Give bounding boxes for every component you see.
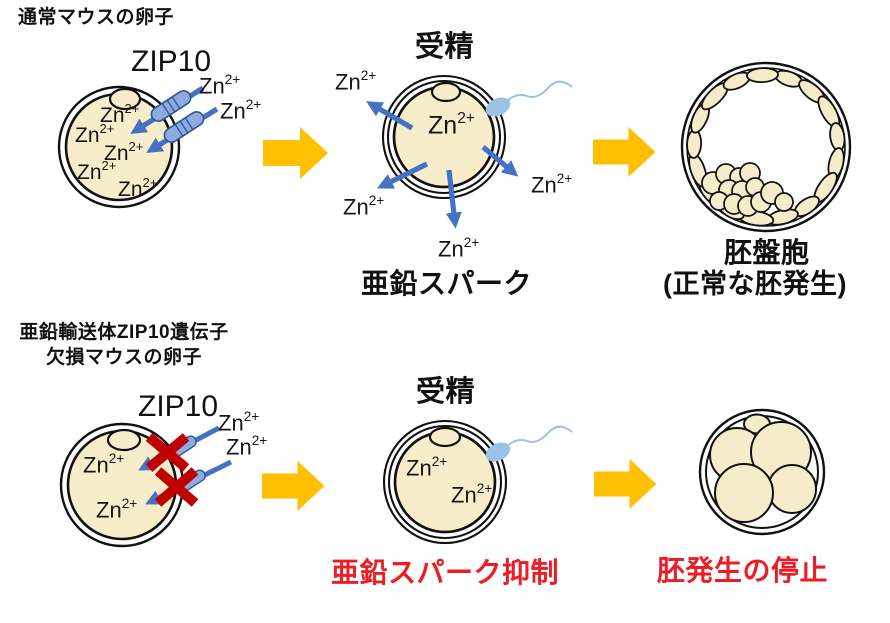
zn-ion-label: Zn2+ — [406, 454, 448, 481]
zn-ion-label: Zn2+ — [343, 193, 385, 220]
blastomeres — [709, 413, 817, 523]
polar-body — [106, 428, 142, 452]
zinc-spark-suppressed-caption: 亜鉛スパーク抑制 — [331, 557, 560, 588]
zinc-spark-arrows — [366, 101, 519, 229]
zn-ion-label: Zn2+ — [428, 110, 475, 140]
zn-ion-label: Zn2+ — [438, 235, 480, 262]
zn-ion-label: Zn2+ — [218, 409, 260, 436]
zn-ion-label: Zn2+ — [75, 121, 115, 147]
zip10-label-top: ZIP10 — [131, 45, 212, 78]
polar-body — [428, 426, 462, 448]
polar-body — [430, 81, 462, 103]
polar-body — [108, 87, 142, 111]
deficient-egg-heading-line1: 亜鉛輸送体ZIP10遺伝子 — [19, 322, 229, 343]
deficient-egg-heading: 亜鉛輸送体ZIP10遺伝子 欠損マウスの卵子 — [8, 320, 240, 370]
zn-ion-label: Zn2+ — [104, 139, 144, 165]
zn-ion-label: Zn2+ — [199, 72, 241, 99]
fertilized-egg-no-spark — [382, 419, 573, 545]
zip10-label-bottom: ZIP10 — [138, 390, 219, 423]
zn-ion-label: Zn2+ — [220, 97, 262, 124]
zinc-spark-caption: 亜鉛スパーク — [361, 268, 533, 299]
normal-egg-heading: 通常マウスの卵子 — [18, 7, 175, 28]
flow-arrow-icon — [594, 459, 657, 509]
flow-arrow-icon — [593, 127, 656, 177]
sperm-icon — [485, 80, 573, 117]
zn-ion-label: Zn2+ — [226, 433, 268, 460]
blastocyst-note: (正常な胚発生) — [663, 269, 847, 299]
normal-egg — [57, 85, 219, 209]
zn-ion-label: Zn2+ — [83, 451, 125, 478]
zn-ion-label: Zn2+ — [118, 175, 158, 201]
sperm-icon — [485, 425, 573, 462]
fertilized-egg-spark — [366, 74, 573, 229]
fertilization-label-bottom: 受精 — [416, 376, 476, 408]
knockout-cross-icon — [145, 433, 199, 507]
arrested-embryo — [698, 408, 826, 536]
blastocyst — [680, 61, 852, 233]
zn-ion-label: Zn2+ — [335, 68, 377, 95]
fertilization-label-top: 受精 — [415, 31, 475, 63]
zn-ion-label: Zn2+ — [96, 496, 138, 523]
zn-ion-label: Zn2+ — [531, 171, 573, 198]
inner-cell-mass — [701, 162, 794, 217]
zn-ion-label: Zn2+ — [100, 101, 140, 127]
arrest-caption: 胚発生の停止 — [657, 555, 829, 586]
deficient-egg-heading-line2: 欠損マウスの卵子 — [45, 347, 202, 368]
zip10-transporter-icon — [150, 90, 205, 143]
flow-arrow-icon — [263, 127, 328, 179]
blastocyst-caption: 胚盤胞 — [724, 237, 810, 268]
zn-ion-label: Zn2+ — [77, 158, 117, 184]
zn-ion-label: Zn2+ — [451, 481, 493, 508]
deficient-egg — [59, 422, 233, 548]
flow-arrow-icon — [262, 461, 325, 511]
